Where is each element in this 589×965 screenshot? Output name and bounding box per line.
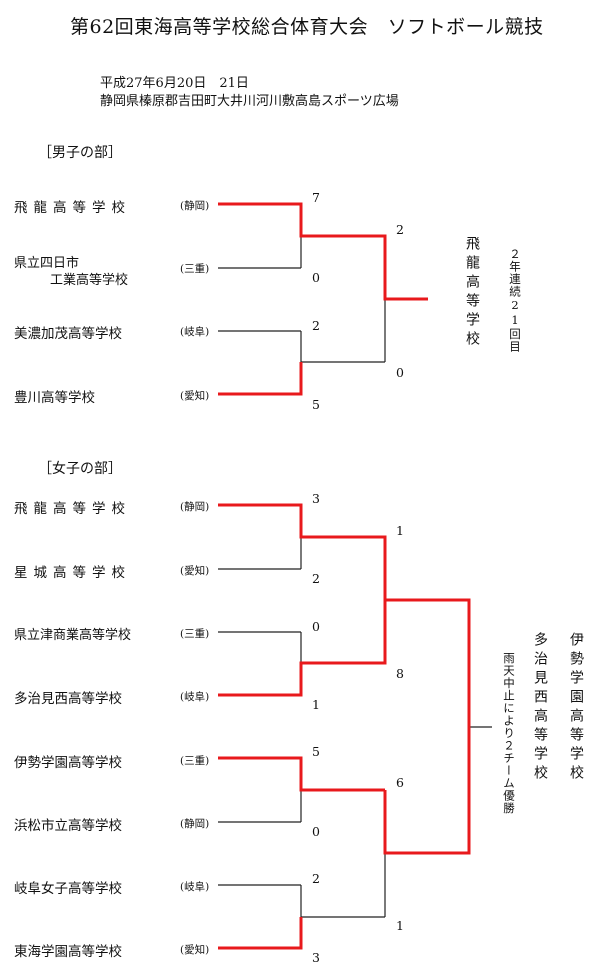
women-team-7: 岐阜女子高等学校 <box>14 881 122 897</box>
women-team-8-pref: (愛知) <box>180 944 210 956</box>
men-team-4: 豊川高等学校 <box>14 390 95 406</box>
tournament-venue: 静岡県榛原郡吉田町大井川河川敷高島スポーツ広場 <box>100 94 399 109</box>
bracket-winner-lines <box>218 202 471 950</box>
women-champion-note: 雨天中止により２チーム優勝 <box>502 652 516 815</box>
women-score-r1-m3-bottom: 0 <box>312 824 320 839</box>
women-score-r1-m1-top: 3 <box>312 491 320 506</box>
men-section-heading: ［男子の部］ <box>38 145 122 161</box>
women-champion-2: 多治見西高等学校 <box>532 632 548 784</box>
men-team-3: 美濃加茂高等学校 <box>14 326 122 342</box>
women-team-1-pref: (静岡) <box>180 501 210 513</box>
women-section-heading: ［女子の部］ <box>38 461 122 477</box>
women-team-3-pref: (三重) <box>180 628 210 640</box>
page-title: 第62回東海高等学校総合体育大会 ソフトボール競技 <box>70 16 544 38</box>
men-champion-note: ２年連続21回目 <box>508 248 522 353</box>
women-team-2: 星城高等学校 <box>14 565 131 581</box>
women-champion-1: 伊勢学園高等学校 <box>568 632 584 784</box>
men-team-3-pref: (岐阜) <box>180 326 210 338</box>
women-team-3: 県立津商業高等学校 <box>14 628 132 643</box>
women-score-semi2-top: 6 <box>396 775 404 790</box>
men-team-2-pref: (三重) <box>180 263 210 275</box>
women-team-6-pref: (静岡) <box>180 818 210 830</box>
bracket-normal-lines <box>218 236 492 918</box>
women-score-r1-m2-bottom: 1 <box>312 697 320 712</box>
men-team-1-pref: (静岡) <box>180 200 210 212</box>
men-score-r1-m2-top: 2 <box>312 318 320 333</box>
women-score-r1-m3-top: 5 <box>312 744 320 759</box>
men-score-r1-m1-top: 7 <box>312 190 320 205</box>
men-score-final-top: 2 <box>396 222 404 237</box>
women-score-semi1-bottom: 8 <box>396 666 404 681</box>
women-team-5-pref: (三重) <box>180 755 210 767</box>
women-score-semi2-bottom: 1 <box>396 918 404 933</box>
men-score-r1-m2-bottom: 5 <box>312 397 320 412</box>
men-team-2-line2: 工業高等学校 <box>50 273 129 288</box>
women-score-r1-m4-bottom: 3 <box>312 950 320 965</box>
women-team-6: 浜松市立高等学校 <box>14 818 122 834</box>
men-team-1: 飛龍高等学校 <box>14 200 131 216</box>
tournament-dates: 平成27年6月20日 21日 <box>100 76 249 91</box>
women-score-r1-m2-top: 0 <box>312 619 320 634</box>
women-score-semi1-top: 1 <box>396 523 404 538</box>
women-team-2-pref: (愛知) <box>180 565 210 577</box>
women-score-r1-m4-top: 2 <box>312 871 320 886</box>
women-score-r1-m1-bottom: 2 <box>312 571 320 586</box>
women-team-4: 多治見西高等学校 <box>14 691 122 707</box>
men-champion: 飛龍高等学校 <box>464 236 480 350</box>
men-score-r1-m1-bottom: 0 <box>312 270 320 285</box>
women-team-4-pref: (岐阜) <box>180 691 210 703</box>
women-team-7-pref: (岐阜) <box>180 881 210 893</box>
women-team-8: 東海学園高等学校 <box>14 944 122 960</box>
women-team-5: 伊勢学園高等学校 <box>14 755 122 771</box>
men-score-final-bottom: 0 <box>396 365 404 380</box>
men-team-2: 県立四日市 <box>14 256 80 271</box>
women-team-1: 飛龍高等学校 <box>14 501 131 517</box>
men-team-4-pref: (愛知) <box>180 390 210 402</box>
